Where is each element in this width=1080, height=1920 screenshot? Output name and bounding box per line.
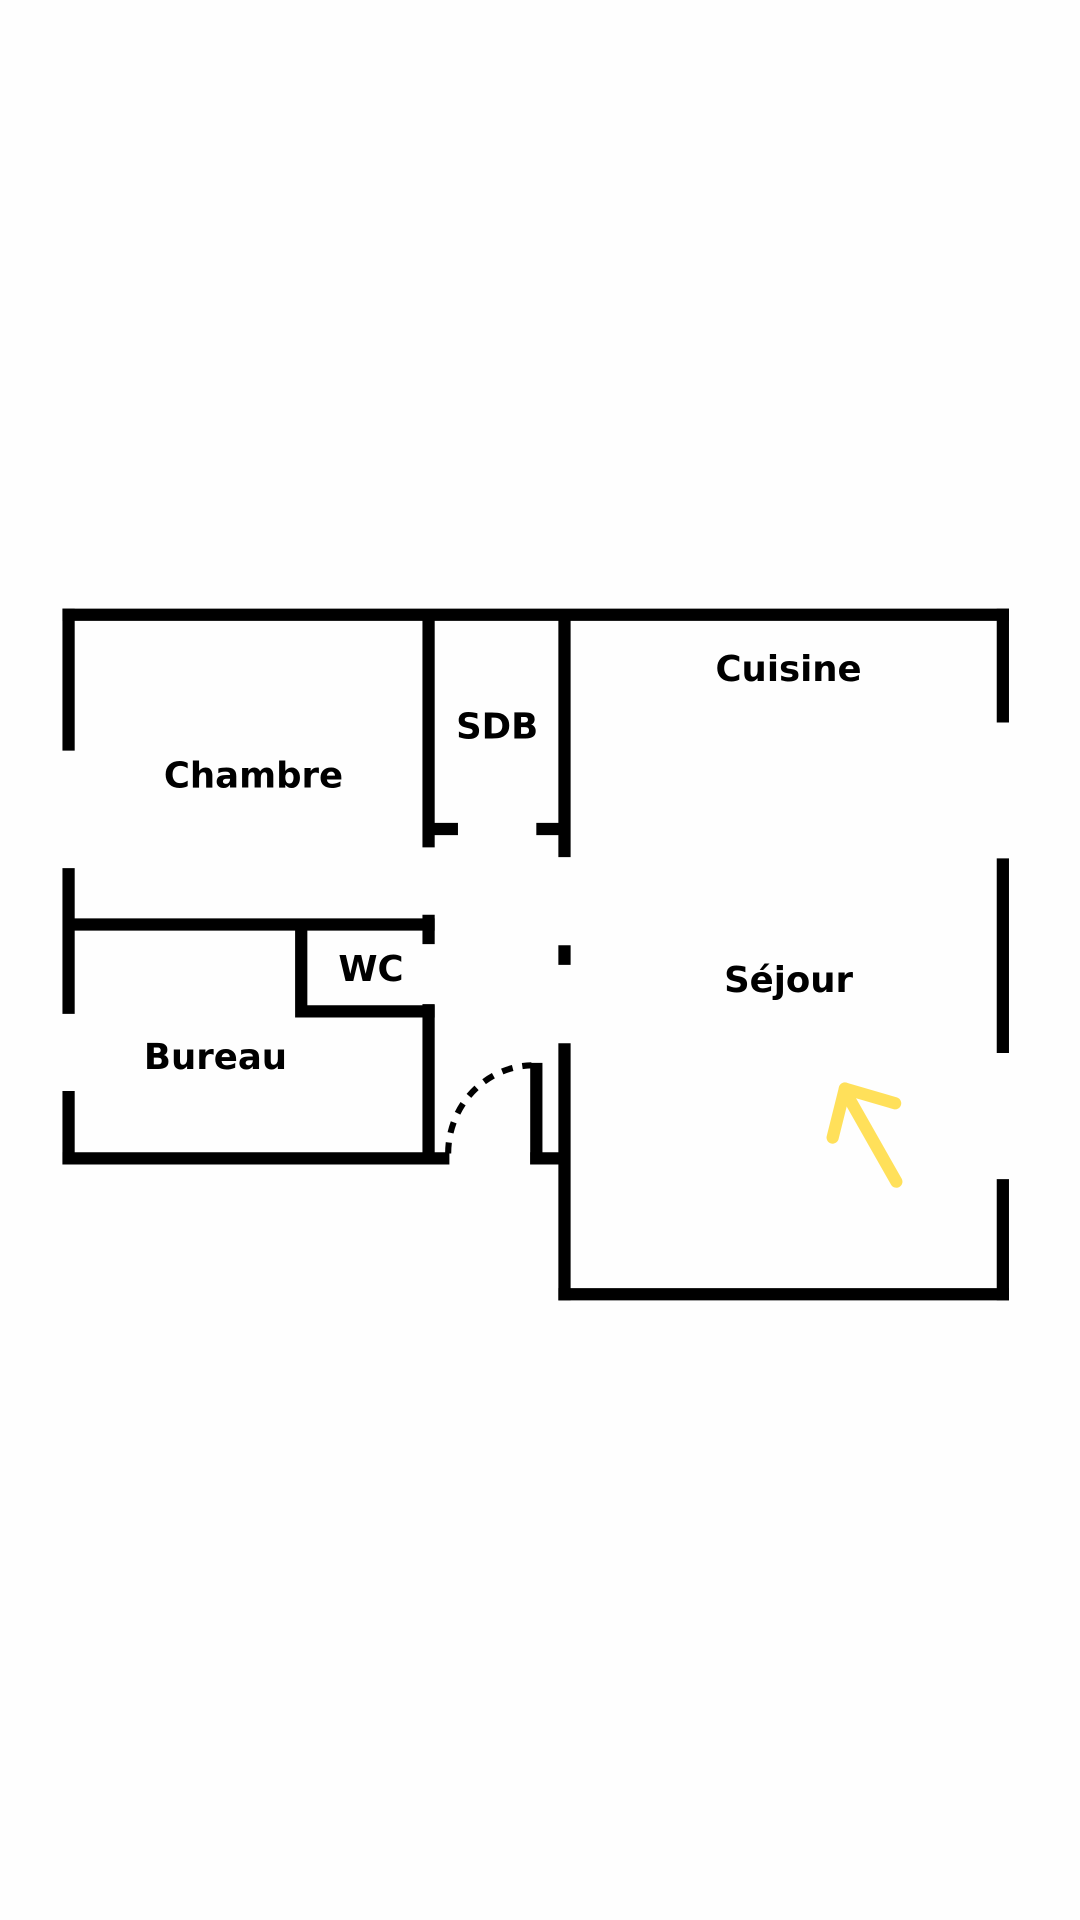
room-label-chambre: Chambre — [164, 756, 343, 797]
room-label-cuisine: Cuisine — [715, 649, 861, 690]
door-swing-arc — [445, 1062, 532, 1154]
room-labels: Cuisine SDB Chambre WC Séjour Bureau — [144, 649, 862, 1078]
room-label-wc: WC — [338, 949, 403, 990]
room-label-sdb: SDB — [456, 707, 538, 748]
room-label-bureau: Bureau — [144, 1037, 287, 1078]
arrow-up-left-icon — [826, 1082, 903, 1188]
room-label-sejour: Séjour — [724, 960, 853, 1001]
walls — [62, 608, 1009, 1301]
